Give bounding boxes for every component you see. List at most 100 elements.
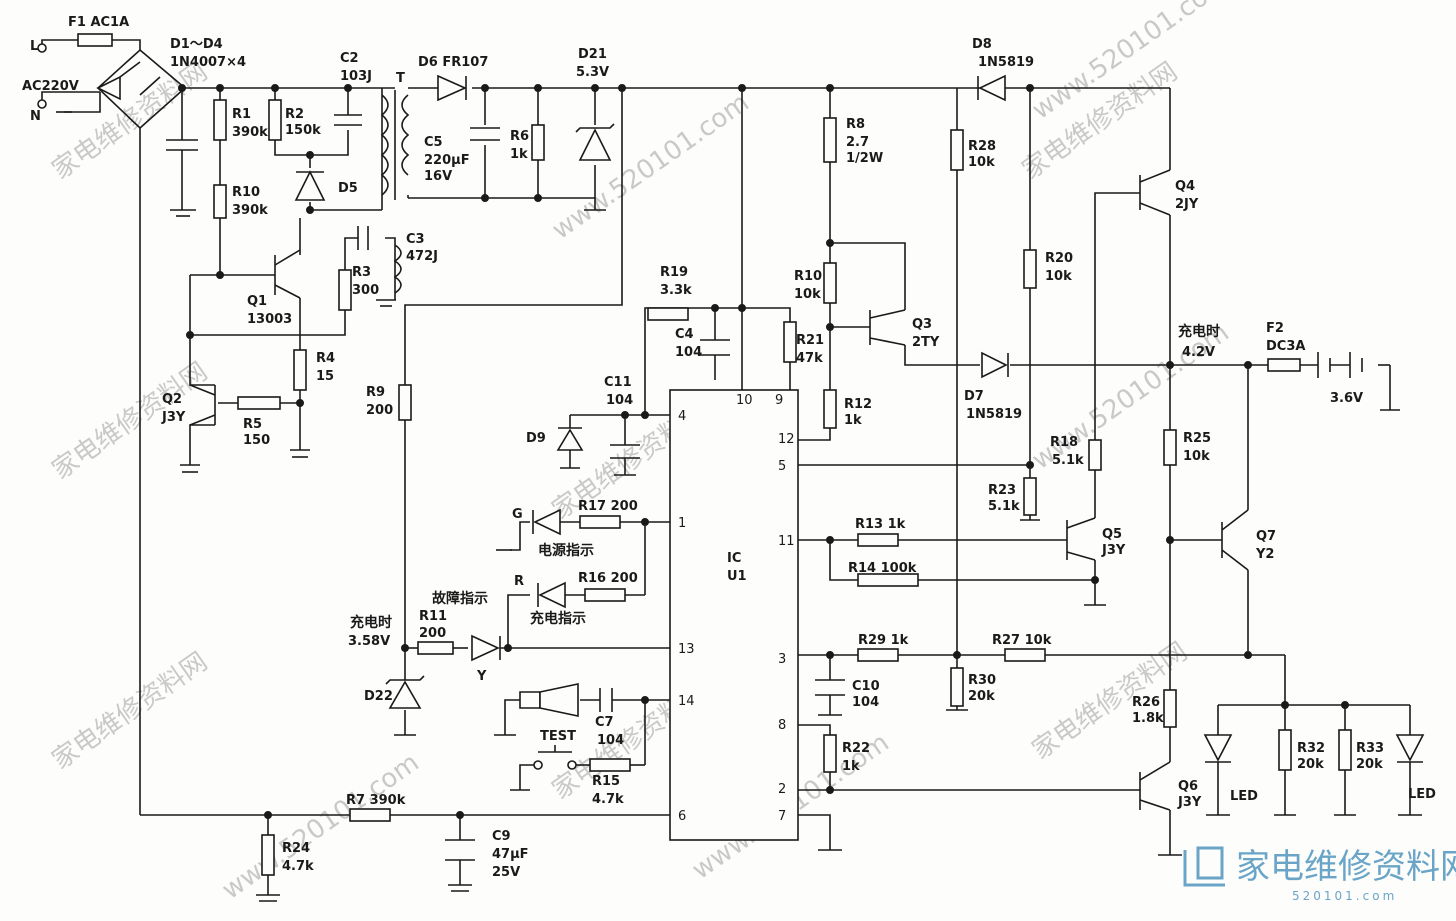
resistor-r16 (584, 588, 626, 602)
label-led-y: Y (476, 669, 487, 684)
label-c2: C2 (340, 51, 359, 66)
label-d5: D5 (338, 181, 358, 196)
pin-7: 7 (778, 809, 786, 824)
pin-2: 2 (778, 782, 786, 797)
label-d21: D21 (578, 47, 607, 62)
label-r23: R23 (988, 483, 1016, 498)
transistors (189, 169, 1249, 811)
resistor-r7 (349, 808, 391, 822)
label-f1: F1 AC1A (68, 15, 129, 30)
resistor-r15 (589, 758, 631, 772)
label-d9: D9 (526, 431, 546, 446)
resistor-r23 (1023, 477, 1037, 516)
resistors (77, 33, 1352, 876)
label-r21: R21 (796, 333, 824, 348)
pin-4: 4 (678, 409, 686, 424)
resistor-r33 (1338, 729, 1352, 771)
terminal-l (37, 43, 47, 53)
label-r19: R19 (660, 265, 688, 280)
capacitors (166, 114, 845, 861)
resistor-r18 (1088, 439, 1102, 471)
diode-d9 (556, 428, 584, 451)
label-fault-indicator: 故障指示 (432, 590, 488, 607)
label-r28-val: 10k (968, 155, 995, 170)
label-r4-val: 15 (316, 369, 334, 384)
transformer-t (380, 90, 410, 294)
label-c2-val: 103J (340, 69, 372, 84)
label-r10a: R10 (232, 185, 260, 200)
label-d6: D6 FR107 (418, 55, 488, 70)
led-right (1395, 734, 1425, 762)
label-d7: D7 (964, 389, 984, 404)
label-r33-val: 20k (1356, 757, 1383, 772)
label-q7: Q7 (1256, 529, 1276, 544)
label-charging-left-volt: 3.58V (348, 634, 390, 649)
label-c5: C5 (424, 135, 443, 150)
label-c3: C3 (406, 232, 425, 247)
label-r3-val: 300 (352, 283, 379, 298)
label-r30-val: 20k (968, 689, 995, 704)
label-r32: R32 (1297, 741, 1325, 756)
label-r18: R18 (1050, 435, 1078, 450)
brand-logo: 家电维修资料网 520101.com (1183, 846, 1456, 903)
label-d22: D22 (364, 689, 393, 704)
label-r9: R9 (366, 385, 385, 400)
label-r4: R4 (316, 351, 335, 366)
label-ic: IC (727, 551, 741, 566)
label-c9-val: 47μF (492, 847, 529, 862)
label-r6: R6 (510, 129, 529, 144)
label-q3-part: 2TY (912, 335, 940, 350)
zener-d22 (388, 680, 422, 709)
label-r7: R7 390k (346, 793, 406, 808)
label-q2-part: J3Y (161, 410, 186, 425)
label-f2-val: DC3A (1266, 339, 1305, 354)
resistor-r4 (293, 349, 307, 391)
label-r22-val: 1k (842, 759, 860, 774)
label-c10: C10 (852, 679, 880, 694)
watermark: 家电维修资料网 (47, 357, 213, 486)
ic-u1 (669, 389, 799, 841)
wiring (41, 39, 1411, 895)
pin-6: 6 (678, 809, 686, 824)
led-r (538, 581, 566, 609)
pin-9: 9 (775, 393, 783, 408)
label-r12: R12 (844, 397, 872, 412)
resistor-r22 (823, 734, 837, 773)
pin-11: 11 (778, 534, 795, 549)
test-switch (533, 760, 543, 770)
label-r1: R1 (232, 107, 251, 122)
resistor-r10a (213, 184, 227, 219)
label-q4-part: 2JY (1175, 197, 1199, 212)
label-r18-val: 5.1k (1052, 453, 1084, 468)
pin-3: 3 (778, 652, 786, 667)
watermark: 家电维修资料网 (47, 647, 213, 776)
label-r30: R30 (968, 673, 996, 688)
label-r9-val: 200 (366, 403, 393, 418)
label-r21-val: 47k (796, 351, 823, 366)
label-r22: R22 (842, 741, 870, 756)
label-ic-ref: U1 (727, 569, 747, 584)
ic-pins: 4 10 9 12 5 1 11 13 3 14 8 2 7 6 (678, 393, 795, 824)
resistor-r6 (531, 124, 545, 161)
label-r5-val: 150 (243, 433, 270, 448)
label-c7: C7 (595, 715, 614, 730)
label-charge-indicator: 充电指示 (530, 610, 586, 627)
label-d7-part: 1N5819 (966, 407, 1022, 422)
label-q6-part: J3Y (1177, 795, 1202, 810)
resistor-r32 (1278, 729, 1292, 771)
label-r23-val: 5.1k (988, 499, 1020, 514)
watermark: www.520101.com (547, 88, 755, 246)
led-g (533, 508, 561, 536)
resistor-r1 (213, 99, 227, 141)
label-r28: R28 (968, 139, 996, 154)
label-r1-val: 390k (232, 125, 268, 140)
label-r26: R26 (1132, 695, 1160, 710)
label-c11: C11 (604, 375, 632, 390)
label-q2: Q2 (162, 392, 182, 407)
resistor-r3 (338, 269, 352, 311)
pin-1: 1 (678, 516, 686, 531)
resistor-r8 (823, 117, 837, 163)
label-c5-val: 220μF (424, 153, 470, 168)
